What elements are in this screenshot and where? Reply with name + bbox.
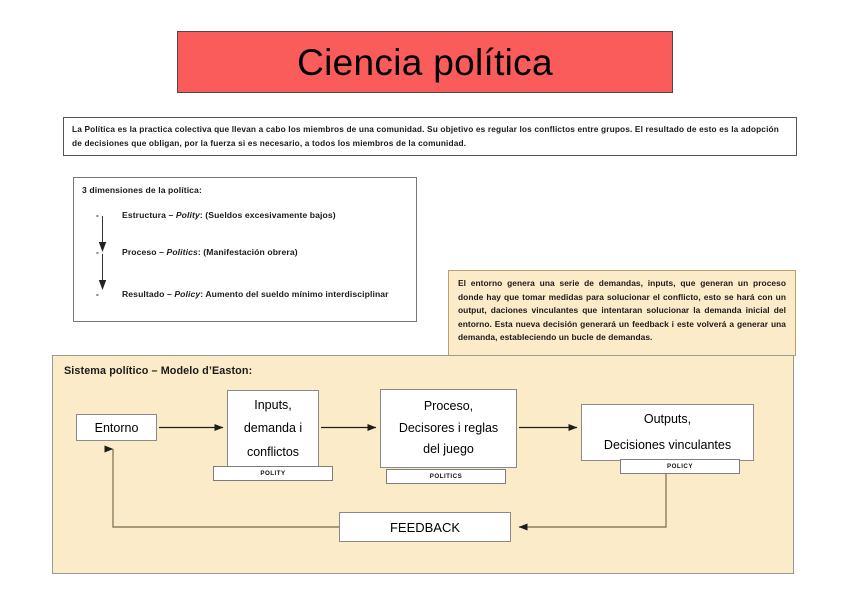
node-feedback: FEEDBACK: [339, 512, 511, 542]
node-feedback-line-1: FEEDBACK: [389, 519, 461, 535]
dimension-bullet: -: [96, 210, 99, 220]
dimension-bullet: -: [96, 247, 99, 257]
dimension-kind: Polity: [175, 210, 200, 220]
dimension-kind: Policy: [174, 289, 201, 299]
easton-connectors: [104, 424, 667, 531]
sublabel-politics: POLITICS: [386, 469, 506, 484]
intro-paragraph-box: La Política es la practica colectiva que…: [63, 117, 797, 157]
dimension-dash: –: [164, 289, 175, 299]
intro-lead: La Política: [72, 124, 116, 134]
dimension-dash: –: [156, 247, 167, 257]
dimension-arrow-1: [98, 216, 107, 252]
node-inputs-line-2: demanda i: [243, 421, 303, 436]
arrow-outputs-to-feedback: [518, 474, 667, 531]
arrow-feedback-to-entorno: [104, 445, 339, 528]
dimension-term: Proceso: [122, 247, 157, 257]
dimension-row-estructura: - Estructura – Polity: (Sueldos excesivam…: [96, 210, 336, 220]
dimension-dash: –: [165, 210, 176, 220]
dimension-arrow-2: [98, 254, 107, 290]
node-outputs: Outputs, Decisiones vinculantes: [581, 404, 754, 461]
dimension-rest: : (Manifestación obrera): [197, 247, 298, 257]
node-proceso-line-1: Proceso,: [423, 398, 474, 413]
node-entorno-line-1: Entorno: [94, 420, 139, 435]
node-proceso-line-2: Decisores i reglas: [398, 420, 499, 435]
dimensions-box: 3 dimensiones de la política: - Estructur…: [73, 177, 417, 322]
title-banner: Ciencia política: [177, 31, 673, 93]
easton-model-panel: Sistema político – Modelo d’Easton:: [52, 355, 794, 574]
sublabel-policy: POLICY: [620, 459, 740, 474]
dimension-bullet: -: [96, 289, 99, 299]
explanation-note-text: El entorno genera una serie de demandas,…: [458, 278, 786, 343]
node-entorno: Entorno: [76, 414, 157, 441]
node-proceso: Proceso, Decisores i reglas del juego: [380, 389, 517, 468]
dimensions-heading: 3 dimensiones de la política:: [82, 185, 202, 195]
dimension-kind: Politics: [166, 247, 198, 257]
page-title: Ciencia política: [297, 41, 553, 83]
node-proceso-line-3: del juego: [423, 442, 474, 457]
dimension-rest: : Aumento del sueldo mínimo interdiscipl…: [200, 289, 389, 299]
node-inputs: Inputs, demanda i conflictos: [227, 390, 319, 468]
node-inputs-line-1: Inputs,: [254, 398, 292, 413]
intro-body: es la practica colectiva que llevan a ca…: [72, 124, 779, 148]
intro-paragraph-text: La Política es la practica colectiva que…: [72, 123, 789, 150]
sublabel-polity: POLITY: [213, 466, 333, 481]
dimension-row-resultado: - Resultado – Policy: Aumento del sueldo …: [96, 289, 389, 299]
dimension-term: Estructura: [122, 210, 166, 220]
node-inputs-line-3: conflictos: [246, 444, 300, 459]
easton-model-title: Sistema político – Modelo d’Easton:: [64, 365, 253, 377]
dimension-term: Resultado: [122, 289, 165, 299]
dimension-rest: : (Sueldos excesivamente bajos): [199, 210, 336, 220]
node-outputs-line-2: Decisiones vinculantes: [603, 437, 732, 452]
dimension-row-proceso: - Proceso – Politics: (Manifestación obre…: [96, 247, 298, 257]
explanation-note-box: El entorno genera una serie de demandas,…: [448, 270, 796, 356]
node-outputs-line-1: Outputs,: [643, 411, 692, 426]
